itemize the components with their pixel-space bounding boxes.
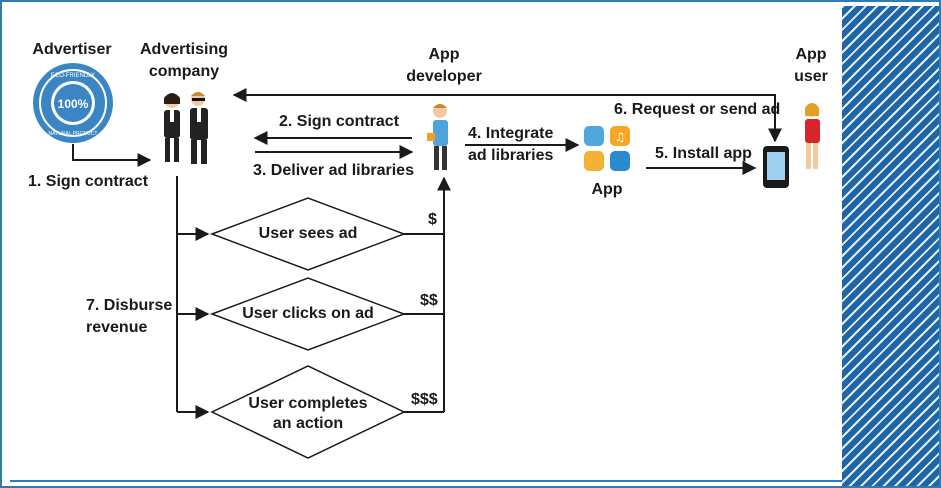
svg-text:♫: ♫ xyxy=(615,130,626,144)
app-icons-group: ♫ xyxy=(584,126,630,171)
advertiser-label: Advertiser xyxy=(32,41,112,58)
step-1-label: 1. Sign contract xyxy=(28,173,149,190)
step-7-label-line1: 7. Disburse xyxy=(86,297,173,314)
developer-label-line1: App xyxy=(428,46,460,63)
decision-completes-label-line2: an action xyxy=(272,415,344,432)
app-label: App xyxy=(591,181,623,198)
developer-person-icon xyxy=(427,104,448,170)
decision-completes-label-line1: User completes xyxy=(248,395,368,412)
step-3-label: 3. Deliver ad libraries xyxy=(253,162,414,179)
bottom-border xyxy=(10,480,842,482)
camera-app-icon xyxy=(584,151,604,171)
flow-arrows xyxy=(72,88,782,419)
cloud-app-icon xyxy=(584,126,604,146)
decision-diamond-clicks-ad xyxy=(209,277,407,351)
badge-bottom-text: NATURAL PRODUCT xyxy=(49,131,98,137)
step-2-label: 2. Sign contract xyxy=(279,113,400,130)
music-app-icon xyxy=(610,126,630,146)
decision-clicks-ad-label: User clicks on ad xyxy=(242,305,374,322)
step-4-label-line1: 4. Integrate xyxy=(468,125,554,142)
step-5-label: 5. Install app xyxy=(655,145,752,162)
payout-label-1: $ xyxy=(428,211,437,228)
payout-label-2: $$ xyxy=(420,292,438,309)
arrow-sign-contract-1 xyxy=(72,144,152,167)
ad-company-label-line1: Advertising xyxy=(139,41,229,58)
decision-diamond-sees-ad xyxy=(209,197,407,271)
decorative-stripe-panel xyxy=(842,6,939,486)
business-people-icon xyxy=(164,92,208,164)
decision-sees-ad-label: User sees ad xyxy=(258,225,358,242)
app-user-label-line1: App xyxy=(795,46,827,63)
step-7-label-line2: revenue xyxy=(86,319,148,336)
app-user-label-line2: user xyxy=(794,68,828,85)
chat-app-icon xyxy=(610,151,630,171)
payout-label-3: $$$ xyxy=(411,391,438,408)
badge-top-text: ECO-FRIENDLY xyxy=(51,73,95,79)
eco-badge-icon xyxy=(33,63,113,143)
badge-center-text: 100% xyxy=(58,97,89,111)
app-user-person-icon xyxy=(805,103,820,169)
developer-label-line2: developer xyxy=(406,68,482,85)
step-6-label: 6. Request or send ad xyxy=(614,101,781,118)
step-4-label-line2: ad libraries xyxy=(468,147,554,164)
phone-icon xyxy=(763,146,789,188)
decision-diamond-completes-action xyxy=(210,365,406,459)
ad-company-label-line2: company xyxy=(148,63,220,80)
